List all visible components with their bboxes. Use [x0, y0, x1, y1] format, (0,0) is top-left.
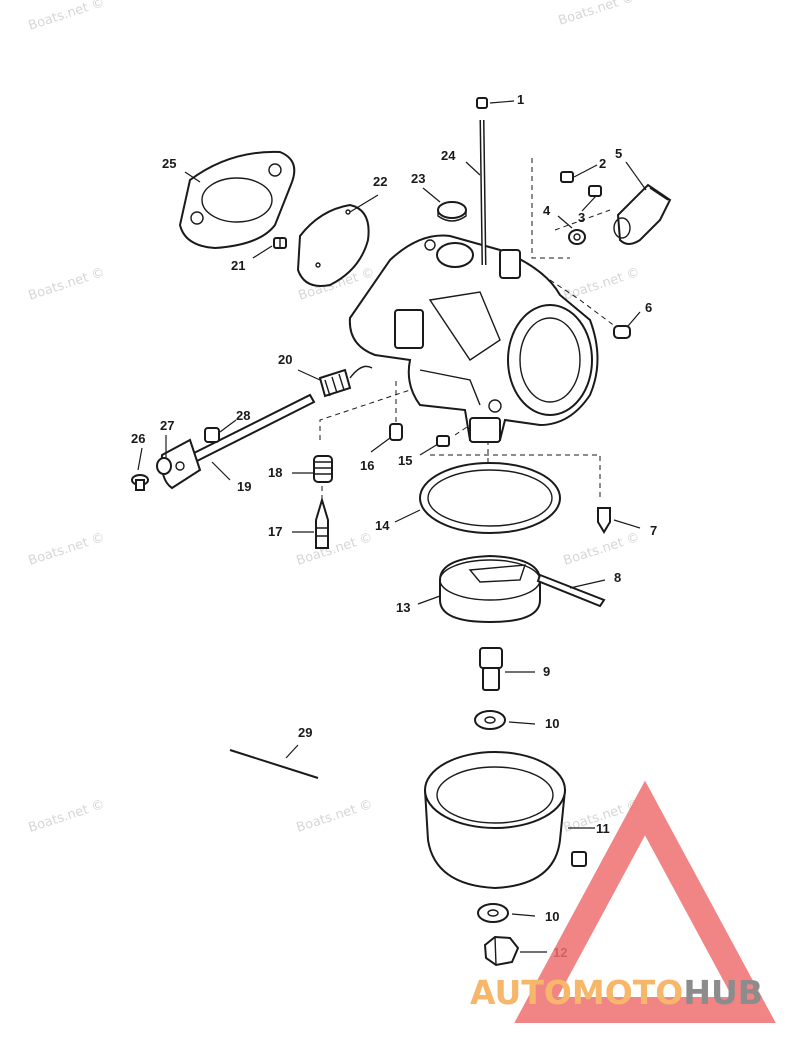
- part-23-plug: [437, 201, 467, 222]
- part-10-washer-lower: [477, 903, 509, 923]
- part-27-bushing: [156, 457, 172, 475]
- callout-5: 5: [615, 146, 622, 161]
- callout-20: 20: [278, 352, 292, 367]
- callout-22: 22: [373, 174, 387, 189]
- callout-18: 18: [268, 465, 282, 480]
- callout-28: 28: [236, 408, 250, 423]
- part-29-wire: [229, 749, 319, 779]
- callout-21: 21: [231, 258, 245, 273]
- part-5-fitting: [613, 183, 672, 245]
- callout-27: 27: [160, 418, 174, 433]
- part-18-spring: [313, 455, 333, 483]
- callout-29: 29: [298, 725, 312, 740]
- callout-16: 16: [360, 458, 374, 473]
- part-13-float: [439, 554, 541, 624]
- part-12-nut: [483, 935, 520, 967]
- part-21-screw: [273, 237, 287, 249]
- part-1-plug: [476, 97, 488, 109]
- callout-10: 10: [545, 716, 559, 731]
- watermark-text: Boats.net ©: [27, 797, 107, 836]
- part-3-screw: [588, 185, 602, 197]
- carburetor-body: [348, 234, 599, 443]
- callout-26: 26: [131, 431, 145, 446]
- part-14-gasket: [419, 462, 561, 534]
- part-11-float-bowl: [423, 751, 587, 890]
- callout-1: 1: [517, 92, 524, 107]
- part-10-washer: [474, 710, 506, 730]
- part-20-spring: [318, 365, 373, 398]
- callout-6: 6: [645, 300, 652, 315]
- callout-3: 3: [578, 210, 585, 225]
- part-19-shaft: [160, 393, 316, 490]
- callout-9: 9: [543, 664, 550, 679]
- callout-4: 4: [543, 203, 551, 218]
- leader-lines: [137, 100, 647, 953]
- callout-2: 2: [599, 156, 606, 171]
- callout-14: 14: [375, 518, 390, 533]
- callout-13: 13: [396, 600, 410, 615]
- watermark-text: Boats.net ©: [27, 530, 107, 569]
- part-6-plug: [613, 325, 631, 339]
- watermark-text: Boats.net ©: [562, 530, 642, 569]
- callout-11: 11: [596, 821, 610, 836]
- watermark-text: Boats.net ©: [295, 530, 375, 569]
- callout-8: 8: [614, 570, 621, 585]
- callout-7: 7: [650, 523, 657, 538]
- callout-23: 23: [411, 171, 425, 186]
- part-26-screw: [131, 474, 149, 491]
- callout-labels: 1 2 3 4 5 6 7 8 9 10 11 12 13 14 15 16 1…: [131, 92, 657, 960]
- logo-text: AUTOMOTOHUB: [470, 973, 763, 1012]
- assembly-guide-lines: [319, 158, 621, 500]
- watermark-text: Boats.net ©: [562, 265, 642, 304]
- part-24-rod: [479, 119, 487, 266]
- part-16-plug: [389, 423, 403, 441]
- logo-text-hub: HUB: [683, 973, 763, 1012]
- logo-triangle: [514, 780, 776, 1023]
- part-8-pin: [536, 573, 606, 608]
- automotohub-logo: AUTOMOTOHUB: [470, 780, 776, 1023]
- callout-15: 15: [398, 453, 412, 468]
- callout-10-lower: 10: [545, 909, 559, 924]
- watermark-text: Boats.net ©: [27, 265, 107, 304]
- callout-24: 24: [441, 148, 456, 163]
- logo-text-automoto: AUTOMOTO: [470, 973, 683, 1012]
- part-15-screw: [436, 435, 450, 447]
- part-4-washer: [568, 229, 586, 245]
- callout-19: 19: [237, 479, 251, 494]
- callout-17: 17: [268, 524, 282, 539]
- watermark-text: Boats.net ©: [27, 0, 107, 34]
- part-9-jet: [479, 647, 503, 691]
- watermark-text: Boats.net ©: [295, 797, 375, 836]
- part-2-screw: [560, 171, 574, 183]
- watermark-text: Boats.net ©: [557, 0, 637, 29]
- part-17-screw: [315, 496, 329, 549]
- callout-25: 25: [162, 156, 176, 171]
- part-7-needle: [597, 507, 611, 534]
- part-28-nut: [204, 427, 220, 443]
- part-25-gasket: [178, 150, 296, 250]
